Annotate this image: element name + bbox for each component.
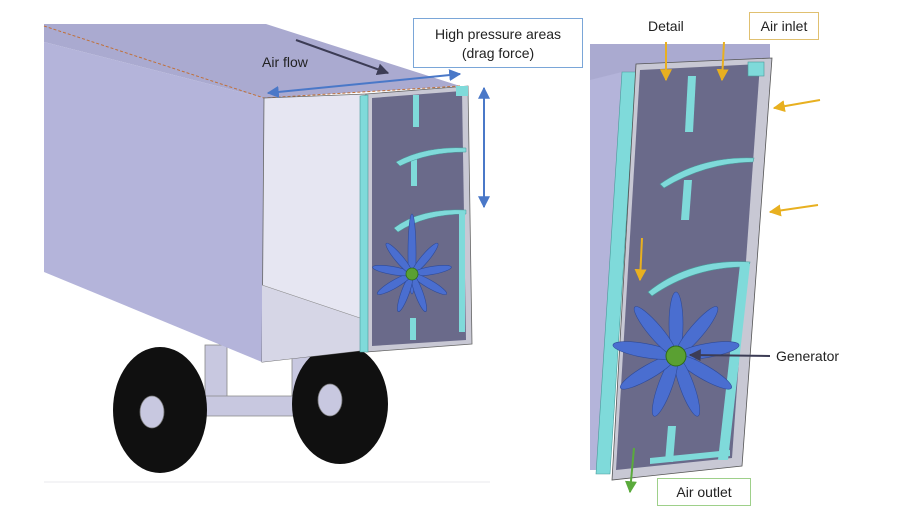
box-side — [44, 42, 264, 362]
inlet-arrow-inside — [634, 237, 647, 282]
door-side-strip — [359, 94, 369, 353]
drag-force-label: (drag force) — [461, 45, 535, 61]
detail-slot — [665, 426, 676, 462]
detail-slot — [681, 180, 692, 220]
box-rear-inner-edge — [261, 284, 367, 321]
air-flow-arrow — [295, 39, 390, 76]
generator-label: Generator — [776, 348, 840, 364]
detail-right-strip — [718, 264, 750, 460]
right-wheel-hub — [317, 383, 343, 417]
generator-pointer — [688, 349, 771, 362]
inlet-arrow-top — [716, 41, 729, 82]
small-generator-hub — [405, 267, 419, 281]
inlet-arrow-right-1 — [772, 99, 821, 113]
air-outlet-box: Air outlet — [657, 478, 751, 506]
air-inlet-label: Air inlet — [760, 18, 808, 34]
door-corner-tab — [456, 86, 468, 96]
detail-view — [590, 41, 821, 494]
detail-side — [590, 72, 622, 470]
high-pressure-label: High pressure areas — [434, 26, 562, 42]
door-slot — [410, 318, 416, 340]
wheel-assembly — [113, 344, 388, 473]
small-turbine — [372, 213, 452, 312]
trailer-view — [43, 24, 490, 483]
detail-corner-tab — [747, 61, 765, 77]
door-slot — [411, 158, 417, 186]
air-outlet-label: Air outlet — [676, 484, 732, 500]
door-right-strip — [459, 212, 465, 332]
air-outlet-arrow — [625, 447, 637, 494]
generator-hub — [665, 345, 687, 367]
detail-label: Detail — [648, 18, 684, 34]
detail-bottom-strip — [650, 450, 730, 464]
inlet-arrow-right-2 — [768, 204, 819, 217]
detail-slot — [685, 76, 696, 132]
door-vane — [395, 147, 467, 167]
detail-vane — [659, 157, 755, 189]
air-inlet-box: Air inlet — [749, 12, 819, 40]
detail-side-strip — [595, 71, 637, 475]
large-turbine — [612, 291, 740, 417]
left-wheel-hub — [139, 395, 165, 429]
door-slot — [413, 95, 419, 127]
high-pressure-box: High pressure areas (drag force) — [413, 18, 583, 68]
width-arrow — [266, 69, 462, 98]
box-rear-inner-floor — [262, 285, 366, 362]
air-flow-label: Air flow — [262, 54, 308, 70]
